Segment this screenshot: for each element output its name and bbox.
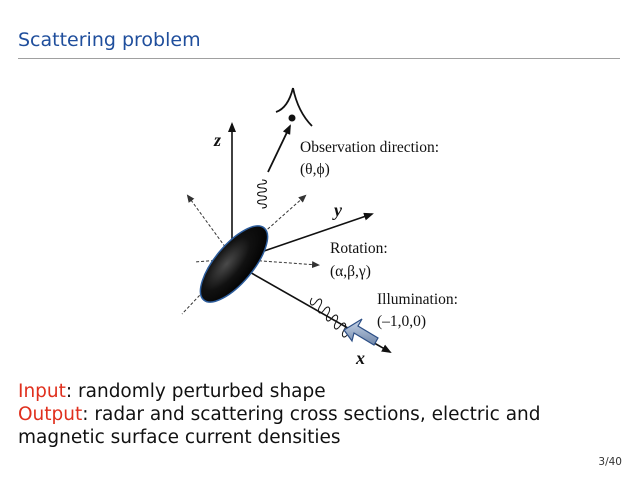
observation-arrow [267,124,291,173]
observation-label: Observation direction: [300,139,439,156]
page-number: 3/40 [598,456,622,468]
rotation-label: Rotation: [330,240,388,257]
input-line: Input: randomly perturbed shape [18,380,623,403]
slide-body: Input: randomly perturbed shape Output: … [18,380,623,449]
title-divider [18,58,620,59]
input-keyword: Input [18,381,66,402]
axis-label-z: z [213,130,221,150]
input-description: : randomly perturbed shape [65,381,326,402]
scattered-wave [257,179,267,209]
rotation-value: (α,β,γ) [330,263,371,280]
rotated-axis-1 [186,194,235,260]
axis-label-y: y [332,200,343,220]
scatterer-ellipsoid [199,225,269,303]
slide-title: Scattering problem [18,29,201,51]
eye-icon [275,87,313,127]
output-line: Output: radar and scattering cross secti… [18,403,623,449]
illumination-value: (–1,0,0) [377,313,426,330]
axis-label-x: x [355,348,365,368]
illumination-label: Illumination: [377,291,458,308]
illumination-arrow [343,318,379,346]
incident-wave [309,297,349,338]
observation-value: (θ,ϕ) [300,161,330,178]
output-keyword: Output [18,404,83,425]
output-description: : radar and scattering cross sections, e… [18,404,541,448]
rotated-axis-3 [233,258,320,269]
